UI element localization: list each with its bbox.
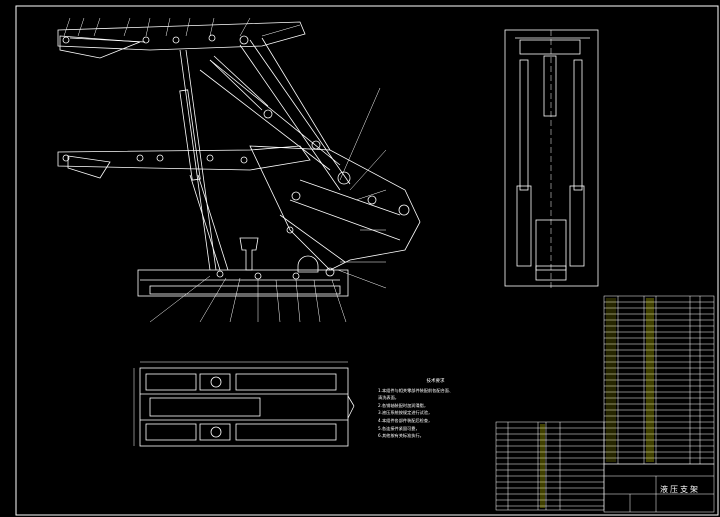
parts-list-lower	[495, 421, 605, 511]
note-line: 清洗表面，	[378, 395, 399, 401]
notes-title: 技术要求	[426, 379, 445, 384]
note-line: 4.本组件各部件装配后检查，	[378, 417, 433, 423]
side-view	[57, 17, 421, 323]
title-block	[603, 463, 715, 513]
note-line: 6.其他按有关标准执行。	[378, 433, 424, 439]
drawing-border	[15, 5, 719, 516]
end-view	[504, 29, 599, 290]
note-line: 1.本组件与相关零部件装配前各配合面、	[378, 387, 454, 393]
note-line: 2.各销轴装配时加润滑脂，	[378, 402, 429, 408]
technical-notes: 技术要求 1.本组件与相关零部件装配前各配合面、 清洗表面， 2.各销轴装配时加…	[378, 378, 493, 440]
parts-list	[603, 295, 715, 465]
drawing-title: 液压支架	[660, 485, 700, 494]
plan-view	[133, 361, 355, 447]
note-line: 3.液压系统按规定进行试验，	[378, 410, 433, 416]
note-line: 5.各连接件紧固可靠，	[378, 425, 420, 431]
